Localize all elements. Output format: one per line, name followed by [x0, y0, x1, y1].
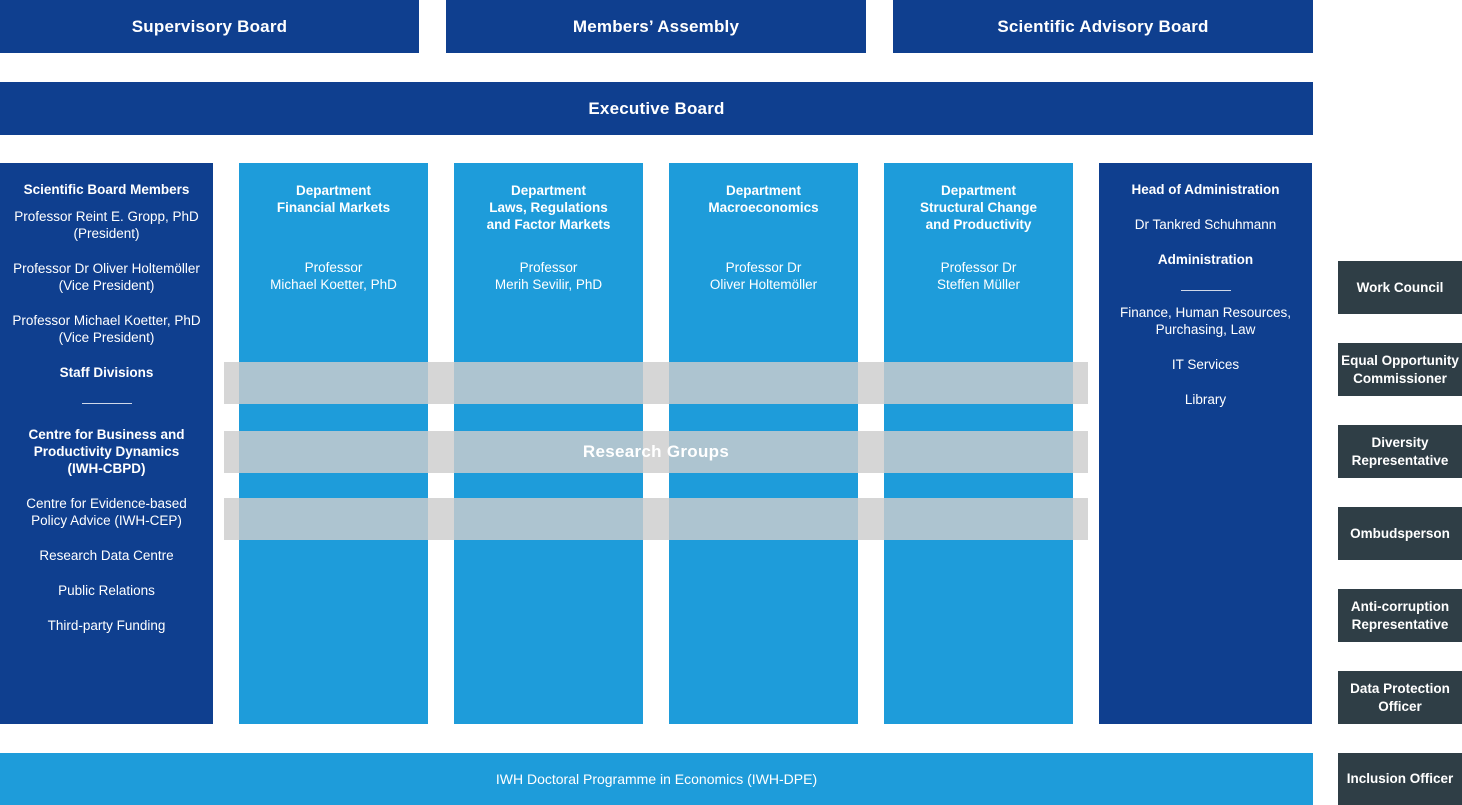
equal-opportunity-label: Equal Opportunity Commissioner — [1341, 352, 1459, 386]
ombudsperson-box: Ombudsperson — [1338, 507, 1462, 560]
department-head: Professor Merih Sevilir, PhD — [494, 260, 603, 292]
doctoral-programme: IWH Doctoral Programme in Economics (IWH… — [0, 753, 1313, 805]
board-member: Professor Michael Koetter, PhD (Vice Pre… — [12, 313, 201, 345]
research-groups-label: Research Groups — [224, 431, 1088, 473]
scientific-advisory-board: Scientific Advisory Board — [893, 0, 1313, 53]
board-member: Professor Reint E. Gropp, PhD (President… — [14, 209, 199, 241]
administration-item: Finance, Human Resources, Purchasing, La… — [1119, 305, 1292, 337]
department-title: Department Structural Change and Product… — [919, 183, 1038, 232]
executive-board-label: Executive Board — [588, 98, 725, 118]
anti-corruption-label: Anti-corruption Representative — [1350, 598, 1450, 632]
work-council-box: Work Council — [1338, 261, 1462, 314]
equal-opportunity-box: Equal Opportunity Commissioner — [1338, 343, 1462, 396]
executive-board: Executive Board — [0, 82, 1313, 135]
scientific-board-heading: Scientific Board Members — [23, 182, 190, 197]
ombudsperson-label: Ombudsperson — [1350, 525, 1450, 541]
staff-divisions-heading: Staff Divisions — [59, 365, 154, 380]
board-member: Professor Dr Oliver Holtemöller (Vice Pr… — [13, 261, 200, 293]
work-council-label: Work Council — [1356, 279, 1444, 295]
department-title: Department Laws, Regulations and Factor … — [486, 183, 611, 232]
supervisory-board: Supervisory Board — [0, 0, 419, 53]
anti-corruption-box: Anti-corruption Representative — [1338, 589, 1462, 642]
inclusion-officer-label: Inclusion Officer — [1346, 771, 1454, 786]
research-group-band — [224, 498, 1088, 540]
department-head: Professor Dr Oliver Holtemöller — [709, 260, 818, 292]
members-assembly: Members’ Assembly — [446, 0, 866, 53]
administration-heading: Administration — [1157, 252, 1254, 267]
research-group-band — [224, 362, 1088, 404]
data-protection-box: Data Protection Officer — [1338, 671, 1462, 724]
staff-division-item: Centre for Evidence-based Policy Advice … — [26, 496, 187, 528]
inclusion-officer-box: Inclusion Officer — [1338, 753, 1462, 805]
head-of-administration-heading: Head of Administration — [1131, 182, 1280, 197]
department-title: Department Macroeconomics — [708, 183, 819, 215]
research-group-band — [224, 431, 1088, 473]
department-head: Professor Michael Koetter, PhD — [270, 260, 397, 292]
staff-division-item: Public Relations — [58, 583, 155, 598]
supervisory-board-label: Supervisory Board — [131, 16, 288, 36]
diversity-representative-box: Diversity Representative — [1338, 425, 1462, 478]
divider — [1180, 290, 1231, 291]
research-groups-text: Research Groups — [582, 442, 730, 461]
centre-heading: Centre for Business and Productivity Dyn… — [28, 427, 185, 476]
data-protection-label: Data Protection Officer — [1350, 680, 1450, 714]
department-head: Professor Dr Steffen Müller — [936, 260, 1021, 292]
scientific-advisory-board-label: Scientific Advisory Board — [997, 16, 1209, 36]
staff-division-item: Third-party Funding — [47, 618, 166, 633]
members-assembly-label: Members’ Assembly — [572, 16, 740, 36]
doctoral-programme-label: IWH Doctoral Programme in Economics (IWH… — [495, 771, 818, 787]
head-of-administration-name: Dr Tankred Schuhmann — [1134, 217, 1277, 232]
administration-column: Head of Administration Dr Tankred Schuhm… — [1099, 163, 1312, 724]
staff-division-item: Research Data Centre — [39, 548, 174, 563]
department-title: Department Financial Markets — [276, 183, 391, 215]
administration-item: IT Services — [1171, 357, 1240, 372]
diversity-representative-label: Diversity Representative — [1351, 434, 1449, 468]
divider — [81, 403, 132, 404]
administration-item: Library — [1184, 392, 1227, 407]
scientific-board-column: Scientific Board Members Professor Reint… — [0, 163, 213, 724]
